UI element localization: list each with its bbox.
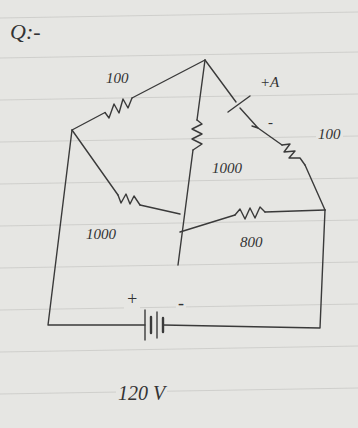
wire <box>180 215 235 232</box>
meter-symbol <box>240 108 258 128</box>
wire <box>72 130 118 195</box>
resistor-value: 1000 <box>210 160 244 177</box>
wire <box>265 210 325 212</box>
battery-symbol <box>156 312 157 338</box>
battery-symbol <box>162 318 164 332</box>
resistor-symbol <box>192 120 202 150</box>
wire <box>305 165 325 210</box>
resistor-symbol <box>118 194 140 205</box>
wire <box>48 130 145 325</box>
wire <box>178 150 193 265</box>
resistor-value: 1000 <box>84 226 118 243</box>
battery-symbol <box>150 317 152 333</box>
polarity-mark: + <box>124 290 140 310</box>
wire <box>140 205 180 214</box>
resistor-value: 800 <box>238 234 265 251</box>
polarity-mark: - <box>266 114 275 131</box>
resistor-value: 100 <box>104 70 131 87</box>
voltage-label: 120 V <box>116 382 167 404</box>
resistor-symbol <box>235 207 265 219</box>
resistor-symbol <box>282 144 305 165</box>
question-number: Q:- <box>8 20 43 44</box>
meter-label: +A <box>258 74 281 91</box>
wire <box>163 210 325 328</box>
wire <box>72 113 105 131</box>
wire <box>197 60 205 120</box>
wire <box>205 60 236 102</box>
polarity-mark: - <box>176 294 186 314</box>
paper-ruling <box>0 12 358 394</box>
resistor-symbol <box>105 98 132 118</box>
battery-symbol <box>144 310 145 340</box>
resistor-value: 100 <box>316 126 343 143</box>
wire <box>258 128 282 145</box>
wire <box>132 60 205 98</box>
meter-symbol <box>228 96 250 112</box>
